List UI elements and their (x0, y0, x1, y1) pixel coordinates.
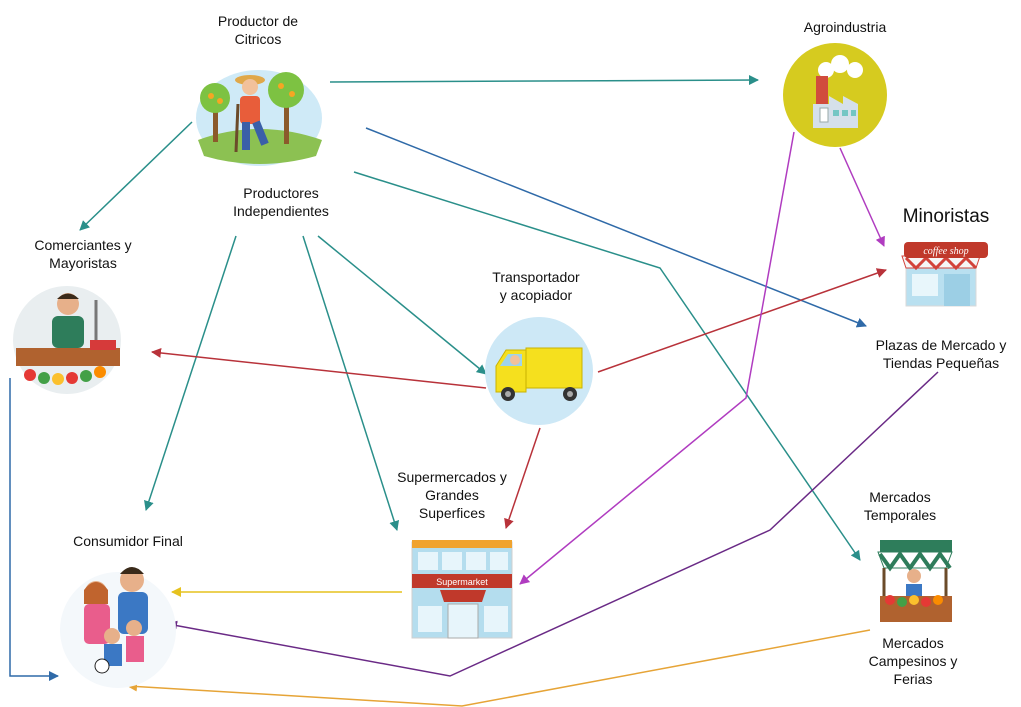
coffee-shop-illustration: coffee shop (901, 242, 988, 307)
arrow-campesinos-to-consumidor (127, 629, 871, 707)
family-illustration (60, 567, 176, 688)
coffee-shop-sign: coffee shop (923, 246, 968, 257)
node-label-agroindustria: Agroindustria (803, 19, 887, 35)
arrow-plazas-to-consumidor (167, 371, 939, 677)
vendor-illustration (13, 286, 121, 394)
node-label-consumidor: Consumidor Final (73, 533, 183, 549)
node-label-temporales: Mercados Temporales (863, 489, 937, 523)
node-label-productor: Productor de Citricos (217, 13, 299, 47)
node-label-minoristas: Minoristas (902, 206, 990, 227)
arrow-independientes-to-consumidor (144, 235, 237, 511)
truck-illustration (485, 317, 593, 425)
supermarket-illustration: Supermarket (411, 540, 513, 639)
node-label-independientes: Productores Independientes (233, 185, 329, 219)
arrow-independientes-to-transportador (317, 235, 487, 375)
node-label-supermercados: Supermercados y Grandes Superfices (397, 469, 507, 521)
arrow-transportador-to-supermercados (504, 427, 541, 529)
arrow-comerciantes-to-consumidor (9, 378, 59, 681)
node-label-comerciantes: Comerciantes y Mayoristas (34, 237, 132, 271)
node-label-campesinos: Mercados Campesinos y Ferias (868, 635, 958, 687)
arrow-productor-to-comerciantes (79, 121, 193, 231)
farmer-illustration (196, 70, 322, 166)
market-stall-illustration (877, 540, 953, 622)
arrow-productor-to-agroindustria (329, 75, 759, 86)
factory-illustration (783, 43, 887, 147)
arrow-transportador-to-minoristas (597, 268, 887, 373)
node-label-transportador: Transportador y acopiador (492, 269, 580, 303)
arrow-independientes-to-supermercados (302, 235, 400, 531)
arrow-productor-to-plazas (365, 127, 867, 328)
arrow-agroindustria-to-minoristas (839, 147, 885, 247)
node-label-plazas: Plazas de Mercado y Tiendas Pequeñas (875, 337, 1007, 371)
arrow-agroindustria-to-supermercados (519, 131, 795, 585)
arrow-transportador-to-comerciantes (151, 347, 487, 389)
supermarket-sign: Supermarket (436, 577, 488, 587)
arrow-productor-to-temporales (353, 171, 861, 561)
